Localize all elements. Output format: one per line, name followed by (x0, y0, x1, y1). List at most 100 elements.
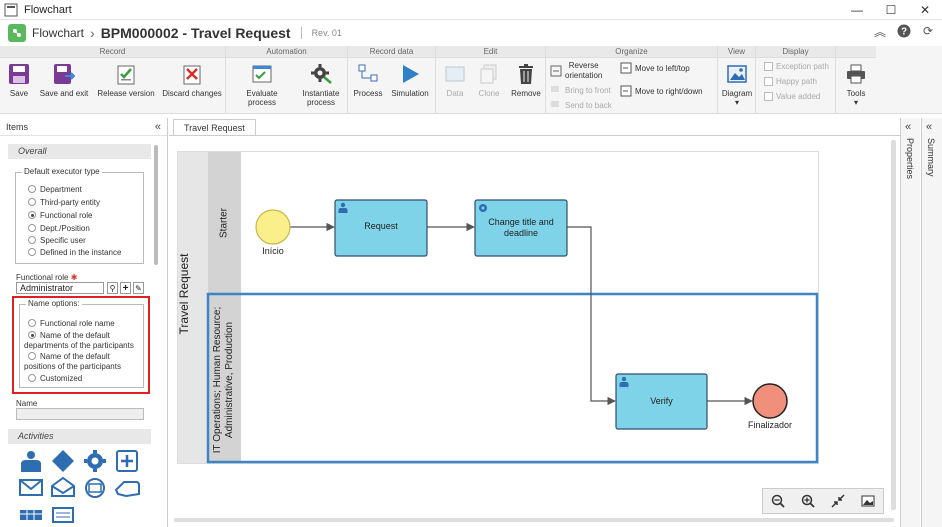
chevron-down-icon: ▾ (853, 98, 858, 107)
process-label: Process (353, 89, 383, 98)
name-field[interactable] (16, 408, 144, 420)
radio-label: Customized (40, 374, 83, 383)
name-label: Name (16, 399, 38, 408)
panel-scrollbar[interactable] (154, 145, 158, 265)
name-option-radio-4[interactable]: Customized (28, 373, 82, 384)
activities-section-header[interactable]: Activities (8, 429, 151, 444)
move-right-down-button[interactable]: Move to right/down (620, 85, 703, 97)
task-request[interactable] (334, 199, 428, 257)
executor-radio-1[interactable]: Third-party entity (28, 197, 100, 208)
collapse-up-icon[interactable]: ︽ (873, 24, 886, 39)
remove-button[interactable]: Remove (508, 61, 544, 98)
start-event[interactable] (255, 209, 291, 245)
canvas-horizontal-scrollbar[interactable] (174, 518, 894, 522)
properties-panel[interactable]: « Properties (900, 118, 920, 527)
overall-section-header[interactable]: Overall (8, 144, 151, 159)
clone-button[interactable]: Clone (474, 61, 504, 98)
clear-icon[interactable]: ✎ (133, 282, 144, 294)
hand-icon[interactable] (114, 481, 140, 498)
checkbox-box (764, 62, 773, 71)
remove-label: Remove (511, 89, 541, 98)
breadcrumb[interactable]: Flowchart (32, 25, 85, 40)
instantiate-process-button[interactable]: Instantiate process (298, 61, 344, 107)
name-option-radio-1[interactable]: Functional role name (28, 318, 115, 329)
canvas-vertical-scrollbar[interactable] (891, 140, 896, 510)
maximize-icon[interactable]: ☐ (885, 3, 897, 17)
end-event[interactable] (752, 383, 788, 419)
discard-changes-button[interactable]: Discard changes (160, 61, 224, 98)
evaluate-process-button[interactable]: Evaluate process (232, 61, 292, 107)
expand-summary-icon[interactable]: « (926, 121, 933, 133)
group-tools: Tools ▾ (836, 46, 876, 114)
value-added-checkbox[interactable]: Value added (764, 92, 820, 101)
reverse-label-1: Reverse (568, 61, 599, 70)
task-verify-label: Verify (650, 396, 673, 406)
radio-label: Functional role name (40, 319, 115, 328)
service-task-icon[interactable] (84, 450, 106, 472)
executor-radio-0[interactable]: Department (28, 184, 82, 195)
exception-path-checkbox[interactable]: Exception path (764, 62, 829, 71)
activities-palette (19, 450, 140, 523)
diagram-button[interactable]: Diagram ▾ (720, 61, 754, 107)
happy-path-checkbox[interactable]: Happy path (764, 77, 817, 86)
minimize-icon[interactable]: — (851, 3, 863, 17)
save-button[interactable]: Save (6, 61, 32, 98)
save-and-exit-button[interactable]: Save and exit (38, 61, 90, 98)
release-version-button[interactable]: Release version (96, 61, 156, 98)
export-image-icon[interactable] (857, 491, 879, 511)
properties-label: Properties (905, 138, 915, 180)
reverse-icon (550, 65, 562, 77)
summary-panel[interactable]: « Summary (921, 118, 942, 527)
close-icon[interactable]: ✕ (919, 3, 931, 17)
move-right-icon (620, 85, 632, 97)
save-icon (6, 61, 32, 87)
zoom-in-icon[interactable] (797, 491, 819, 511)
move-left-top-button[interactable]: Move to left/top (620, 62, 690, 74)
flow-change-to-verify[interactable] (567, 226, 616, 406)
message-icon[interactable] (85, 478, 105, 498)
executor-radio-3[interactable]: Dept./Position (28, 223, 90, 234)
search-icon[interactable]: ⚲ (107, 282, 118, 294)
functional-role-field[interactable]: Administrator (16, 282, 104, 294)
expand-properties-icon[interactable]: « (905, 121, 912, 133)
mail-icon[interactable] (19, 479, 43, 496)
simulation-button[interactable]: Simulation (390, 61, 430, 98)
lane-departments-line2: Administrative, Production (224, 321, 235, 439)
play-icon (397, 61, 423, 87)
fit-to-screen-icon[interactable] (827, 491, 849, 511)
clone-icon (476, 61, 502, 87)
help-icon[interactable]: ? (896, 23, 912, 39)
tab-travel-request[interactable]: Travel Request (173, 119, 256, 135)
radio-label: Dept./Position (40, 224, 90, 233)
gateway-icon[interactable] (52, 450, 74, 472)
tools-button[interactable]: Tools ▾ (840, 61, 872, 107)
data-button[interactable]: Data (440, 61, 470, 98)
process-button[interactable]: Process (352, 61, 384, 98)
collapse-left-icon[interactable]: « (154, 121, 161, 133)
group-record: Record Save Save and exit Release versio… (0, 46, 226, 114)
task-verify[interactable] (615, 373, 708, 430)
executor-radio-5[interactable]: Defined in the instance (28, 247, 121, 258)
name-option-radio-3[interactable]: Name of the default (28, 351, 110, 362)
executor-radio-4[interactable]: Specific user (28, 235, 86, 246)
tools-label: Tools (846, 89, 866, 98)
group-label-display: Display (756, 46, 835, 58)
add-icon[interactable]: + (120, 282, 131, 294)
zoom-out-icon[interactable] (767, 491, 789, 511)
task-change-title[interactable] (474, 199, 568, 257)
task-change-label: Change title and deadline (475, 217, 567, 239)
open-mail-icon[interactable] (51, 476, 75, 497)
add-activity-icon[interactable] (116, 450, 138, 472)
refresh-icon[interactable]: ⟳ (922, 24, 934, 38)
functional-role-label: Functional role ✱ (16, 273, 77, 282)
send-to-back-button[interactable]: Send to back (550, 100, 612, 110)
document-icon[interactable] (52, 507, 74, 523)
user-task-icon[interactable] (21, 451, 41, 472)
bring-to-front-button[interactable]: Bring to front (550, 85, 611, 95)
executor-radio-2[interactable]: Functional role (28, 210, 92, 221)
name-option-radio-2[interactable]: Name of the default (28, 330, 148, 341)
table-icon[interactable] (20, 510, 42, 520)
lane-departments[interactable] (208, 295, 818, 463)
